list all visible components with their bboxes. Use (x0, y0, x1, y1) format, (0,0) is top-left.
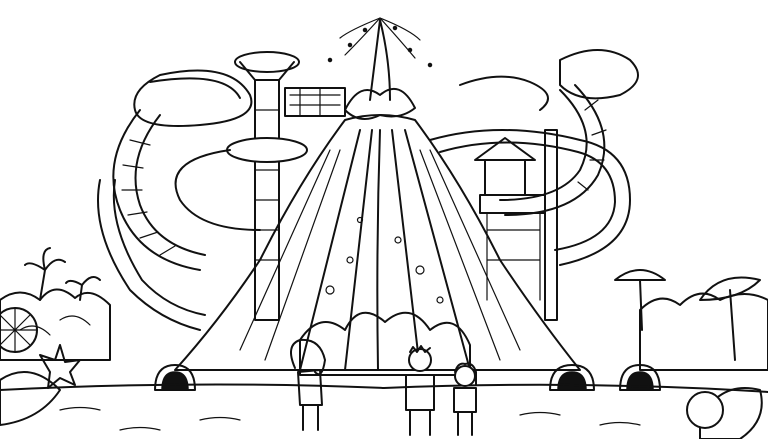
foreground-plants-left (0, 344, 81, 426)
right-spiral-slides (429, 49, 639, 266)
right-slide-tower (474, 129, 558, 321)
splash-foam (299, 216, 471, 376)
left-jungle-foliage (0, 247, 111, 361)
summit-building (284, 87, 346, 117)
child-center-boy (405, 345, 435, 436)
child-left-long-hair (290, 338, 326, 431)
foreground-plants-right (686, 387, 763, 439)
left-slide-tower (226, 51, 308, 321)
volcano-mountain (174, 114, 581, 371)
left-spiral-slides (97, 69, 261, 331)
fountain-spray (327, 17, 433, 120)
pool-ground (0, 383, 768, 431)
child-right-girl (453, 362, 477, 436)
right-jungle-foliage (614, 269, 768, 371)
